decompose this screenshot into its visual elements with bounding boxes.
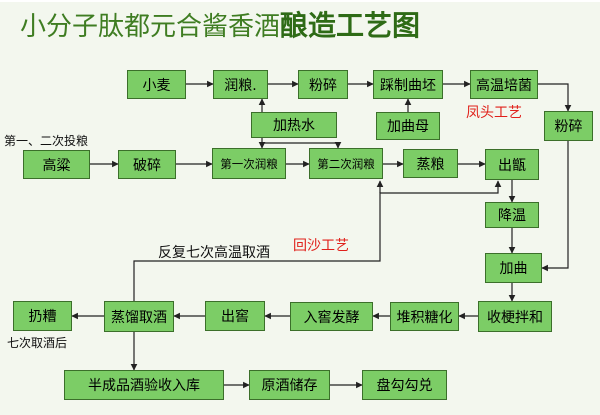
node-dierci-runliang: 第二次润粮 <box>309 148 383 179</box>
node-rujiaofajiao: 入窖发酵 <box>290 302 373 331</box>
node-zhengliuqujiu: 蒸馏取酒 <box>104 301 174 332</box>
node-xiaomai: 小麦 <box>127 70 186 99</box>
node-chujiao: 出窖 <box>205 301 265 331</box>
diagram-title: 小分子肽都元合酱香酒酿造工艺图 <box>20 6 420 46</box>
node-caizhiqupi: 踩制曲坯 <box>373 70 443 99</box>
label-fengtou: 凤头工艺 <box>466 105 522 121</box>
label-seven-times: 七次取酒后 <box>7 336 68 350</box>
arrow-fensui-right-jiaqu <box>541 141 569 272</box>
arrow-repeat-loop <box>133 180 502 301</box>
node-pangougoudui: 盘勾勾兑 <box>362 370 447 400</box>
node-yuanjiuchucun: 原酒储存 <box>249 370 330 400</box>
title-part-2: 酿造工艺图 <box>280 9 421 42</box>
label-feeding: 第一、二次投粮 <box>4 134 89 148</box>
node-duijitanghua: 堆积糖化 <box>390 302 459 331</box>
node-rengzao: 扔糟 <box>13 301 72 331</box>
node-fensui-right: 粉碎 <box>544 111 593 141</box>
node-jiaqu: 加曲 <box>485 253 542 283</box>
arrow-gaowen-fensui-right <box>538 83 572 112</box>
title-part-1: 小分子肽都元合酱香酒 <box>20 12 281 42</box>
node-zhengliang: 蒸粮 <box>403 149 458 178</box>
node-runliang-top: 润粮. <box>213 70 268 99</box>
node-gaoliang: 高粱 <box>23 150 90 179</box>
node-diyici-runliang: 第一次润粮 <box>212 148 286 179</box>
node-shougengbanhe: 收梗拌和 <box>478 301 552 332</box>
label-repeat: 反复七次高温取酒 <box>158 245 270 261</box>
node-jiaqumu: 加曲母 <box>376 112 440 140</box>
label-huisha: 回沙工艺 <box>293 238 349 254</box>
node-posui: 破碎 <box>118 150 176 179</box>
node-jiareshui: 加热水 <box>251 112 337 138</box>
node-gaowenpeijun: 高温培菌 <box>470 70 538 99</box>
node-chuzeng: 出甑 <box>485 149 539 180</box>
node-fensui-top: 粉碎 <box>298 70 348 99</box>
node-banchengpin: 半成品酒验收入库 <box>64 370 224 400</box>
arrow-jiareshui-dierci <box>262 142 342 149</box>
node-jiangwen: 降温 <box>485 202 539 228</box>
